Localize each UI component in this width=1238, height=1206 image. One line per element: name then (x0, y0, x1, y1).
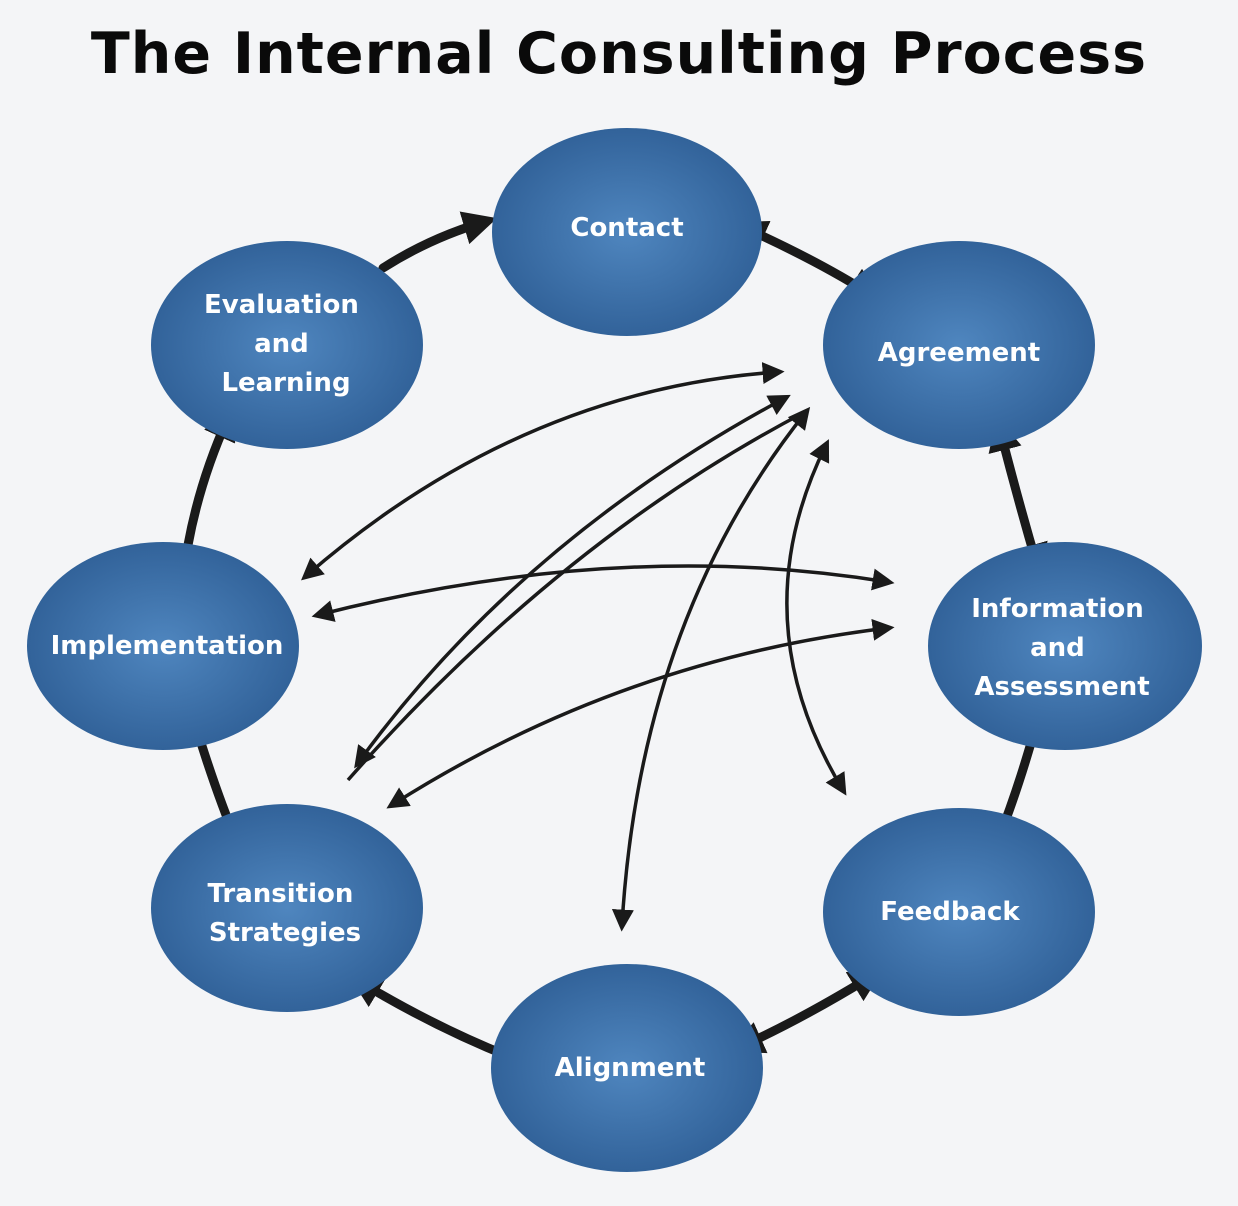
node-information: Information and Assessment (928, 542, 1202, 750)
node-evaluation-line-2: Learning (221, 368, 350, 398)
svg-text:Information and As: Information and Assessment (971, 594, 1153, 702)
node-contact-line-0: Contact (570, 213, 683, 243)
node-implementation: Implementation (27, 542, 299, 750)
node-alignment: Alignment (491, 964, 763, 1172)
svg-text:Transition Strategies: Transition Strategies (208, 879, 363, 948)
svg-text:Alignment: Alignment (555, 1053, 706, 1083)
node-transition-line-1: Strategies (209, 918, 361, 948)
arrow-feedback-alignment (729, 968, 884, 1054)
arrow-transition-center-2 (346, 410, 806, 782)
arrow-implementation-to-evaluation (183, 405, 236, 550)
node-transition-line-0: Transition (208, 879, 354, 909)
internal-arrows (301, 362, 895, 932)
node-information-line-2: Assessment (974, 672, 1149, 702)
arrow-evaluation-to-contact (378, 211, 498, 273)
svg-text:Evaluation and Lea: Evaluation and Learning (204, 290, 368, 398)
arrow-implementation-information (311, 564, 895, 622)
svg-text:Agreement: Agreement (878, 338, 1041, 368)
node-feedback-line-0: Feedback (880, 897, 1020, 927)
node-agreement-line-0: Agreement (878, 338, 1041, 368)
node-contact: Contact (492, 128, 762, 336)
arrow-transition-center-1 (354, 394, 791, 769)
node-information-line-1: and (1030, 633, 1085, 663)
arrow-alignment-center (611, 406, 811, 932)
node-evaluation-line-0: Evaluation (204, 290, 359, 320)
arrow-agreement-information (988, 416, 1048, 579)
arrow-feedback-center (785, 439, 847, 796)
svg-text:Feedback: Feedback (880, 897, 1020, 927)
node-feedback: Feedback (823, 808, 1095, 1016)
page-title: The Internal Consulting Process (90, 21, 1148, 87)
svg-text:Contact: Contact (570, 213, 683, 243)
node-evaluation-line-1: and (254, 329, 309, 359)
node-implementation-line-0: Implementation (51, 631, 284, 661)
node-alignment-line-0: Alignment (555, 1053, 706, 1083)
node-information-line-0: Information (971, 594, 1144, 624)
node-transition: Transition Strategies (151, 804, 423, 1012)
svg-text:Implementation: Implementation (51, 631, 284, 661)
node-agreement: Agreement (823, 241, 1095, 449)
node-evaluation: Evaluation and Learning (151, 241, 423, 449)
